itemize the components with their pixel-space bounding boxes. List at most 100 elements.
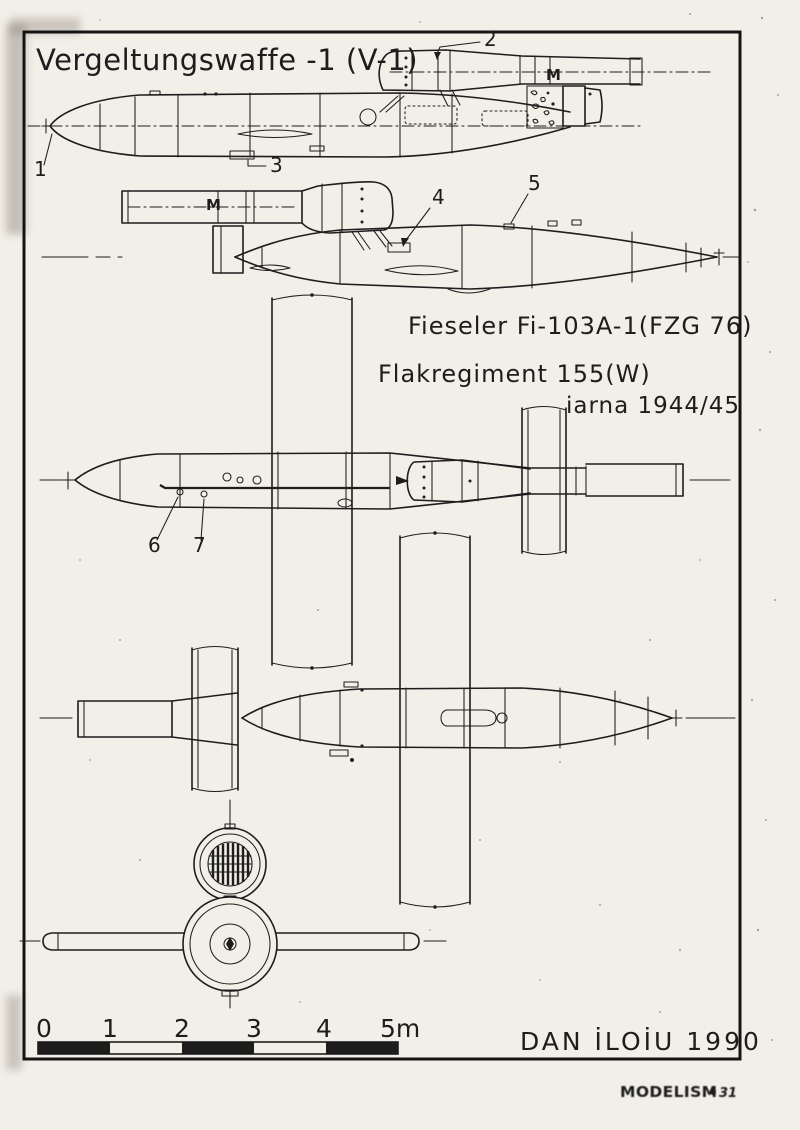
part-label-1: 1	[34, 157, 47, 181]
spine-fitting	[149, 90, 161, 96]
scale-tick-3: 3	[246, 1014, 262, 1043]
top-fitting-4	[343, 681, 359, 688]
stabilizer-band-2	[191, 647, 239, 791]
scale-seg-1	[38, 1042, 110, 1054]
engine-marker-upper: M	[546, 66, 561, 84]
engine-struts	[379, 89, 461, 113]
belly-fairing	[229, 150, 255, 160]
panel-lines-2	[261, 224, 702, 290]
top-fitting-c	[571, 219, 582, 226]
fuze-propeller	[226, 937, 234, 951]
panel-lines	[99, 92, 453, 158]
wing-tip-caps-2	[399, 532, 471, 908]
leader-4-arrow	[401, 238, 409, 247]
fuel-line	[159, 484, 390, 490]
intake-ring-inner	[199, 833, 261, 895]
pulsejet-joints	[411, 49, 551, 92]
part-label-4: 4	[432, 185, 445, 209]
intake-rivets	[360, 187, 364, 224]
nose-fuze-4	[669, 709, 683, 727]
stabilizer-detail-2	[191, 645, 239, 793]
stabilizer-band	[521, 407, 567, 554]
side-view-right: 1 2 3 M	[27, 27, 713, 181]
tail-fin	[562, 85, 586, 127]
pulsejet-top-rivets	[422, 465, 472, 499]
intake-joints	[321, 182, 343, 233]
scan-noise-speckles	[79, 13, 779, 1041]
top-view: 6 7	[39, 293, 731, 670]
wing-root-lines	[277, 451, 347, 510]
bottom-lug	[221, 989, 239, 997]
top-fitting-b	[547, 220, 558, 227]
pulsejet-intake-body	[301, 181, 394, 234]
scale-tick-0: 0	[36, 1014, 52, 1043]
stabilizer-detail	[521, 405, 567, 556]
wing-band	[271, 297, 353, 666]
leader-1	[43, 133, 53, 166]
rudder	[584, 87, 603, 125]
fuselage-bottom-3	[74, 479, 531, 510]
fuselage-ring-mid	[189, 903, 271, 985]
panel-lines-3	[119, 452, 391, 510]
wing-root-lines-2	[405, 687, 465, 749]
pulsejet-outline	[378, 49, 641, 92]
pod-cap	[496, 712, 508, 724]
access-port	[359, 108, 377, 126]
rail-shoe	[387, 242, 411, 253]
belly-pod	[447, 288, 491, 294]
part-label-5: 5	[528, 171, 541, 195]
bottom-view	[39, 531, 736, 909]
fuselage-top	[49, 92, 571, 127]
fuselage-top-2	[234, 224, 718, 258]
sheet-title: Vergeltungswaffe -1 (V-1)	[36, 43, 418, 77]
wing-tip-caps	[271, 294, 353, 669]
caption-unit: Flakregiment 155(W)	[378, 360, 651, 388]
tailpipe-2	[77, 700, 173, 738]
pulsejet-tube	[121, 190, 303, 224]
filler-port-7	[200, 490, 208, 498]
scale-tick-4: 4	[316, 1014, 332, 1043]
fuselage-bottom	[49, 125, 571, 158]
tail-taper	[171, 692, 238, 746]
engine-struts-2	[351, 230, 393, 251]
leader-5	[510, 193, 529, 224]
scale-bar: 0 1 2 3 4 5m	[36, 1014, 420, 1055]
airfoil-small	[249, 264, 291, 272]
top-fitting-a	[503, 223, 515, 230]
fuselage-ring-inner	[209, 923, 251, 965]
leader-3	[247, 159, 267, 167]
intake-top-lug	[224, 823, 236, 830]
airfoil-large	[384, 265, 459, 276]
fuselage-top-3	[74, 452, 531, 481]
tailpipe-joints	[575, 465, 587, 497]
leader-2-arrow	[434, 52, 441, 60]
nose-fuze-top	[62, 471, 75, 490]
outlet-oval	[337, 498, 353, 508]
scale-tick-5: 5m	[380, 1014, 420, 1043]
hatch-outline-2	[481, 110, 529, 127]
part-label-2: 2	[484, 27, 497, 51]
launch-lug	[396, 476, 409, 485]
tailpipe	[529, 467, 587, 495]
logo-bullet	[710, 1089, 716, 1095]
front-view	[19, 799, 447, 1009]
logo-text: MODELISM	[620, 1083, 718, 1101]
drawing-frame	[22, 30, 742, 1061]
caption-period: iarna 1944/45	[566, 393, 740, 419]
wing-band-2	[399, 535, 471, 905]
scale-seg-5	[326, 1042, 398, 1054]
belly-pod-2	[440, 709, 497, 727]
wing-tip-ribs	[57, 932, 405, 951]
leader-4	[405, 207, 431, 241]
publisher-logo: MODELISM 31	[620, 1083, 737, 1101]
belly-fitting	[309, 145, 325, 152]
vent-fitting	[329, 749, 349, 757]
fuselage-bottom-4	[241, 717, 673, 749]
leader-2	[436, 41, 481, 55]
fuselage-top-4	[241, 687, 673, 719]
caption-block: Fieseler Fi-103A-1(FZG 76) Flakregiment …	[378, 312, 751, 419]
panel-lines-4	[261, 687, 649, 749]
part-label-7: 7	[193, 533, 206, 557]
nose-fuze-2	[713, 248, 725, 266]
